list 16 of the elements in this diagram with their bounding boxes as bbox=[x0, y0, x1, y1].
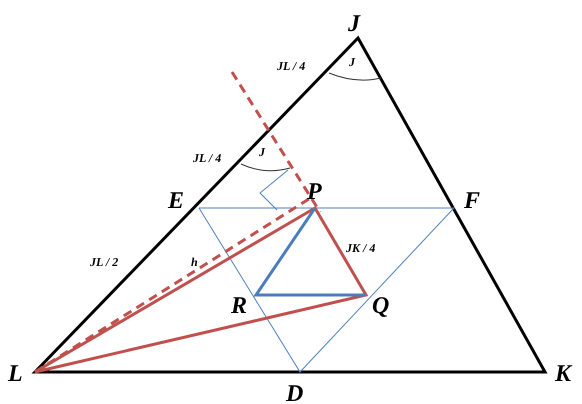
point-label: F bbox=[464, 189, 480, 213]
point-label: P bbox=[307, 180, 322, 204]
point-label: Q bbox=[372, 294, 390, 318]
length-label: JL / 2 bbox=[90, 256, 118, 268]
angle-label: J bbox=[259, 146, 265, 158]
length-label: JL / 4 bbox=[277, 60, 306, 72]
length-label: JL / 4 bbox=[193, 152, 222, 164]
vertex-label: K bbox=[555, 362, 572, 386]
point-label: D bbox=[286, 382, 304, 404]
point-label: R bbox=[231, 294, 248, 318]
vertex-label: J bbox=[348, 12, 360, 36]
point-label: E bbox=[168, 189, 184, 213]
length-label: h bbox=[191, 256, 198, 268]
vertex-label: L bbox=[8, 362, 23, 386]
angle-label: J bbox=[349, 56, 355, 68]
length-label: JK / 4 bbox=[346, 242, 376, 254]
